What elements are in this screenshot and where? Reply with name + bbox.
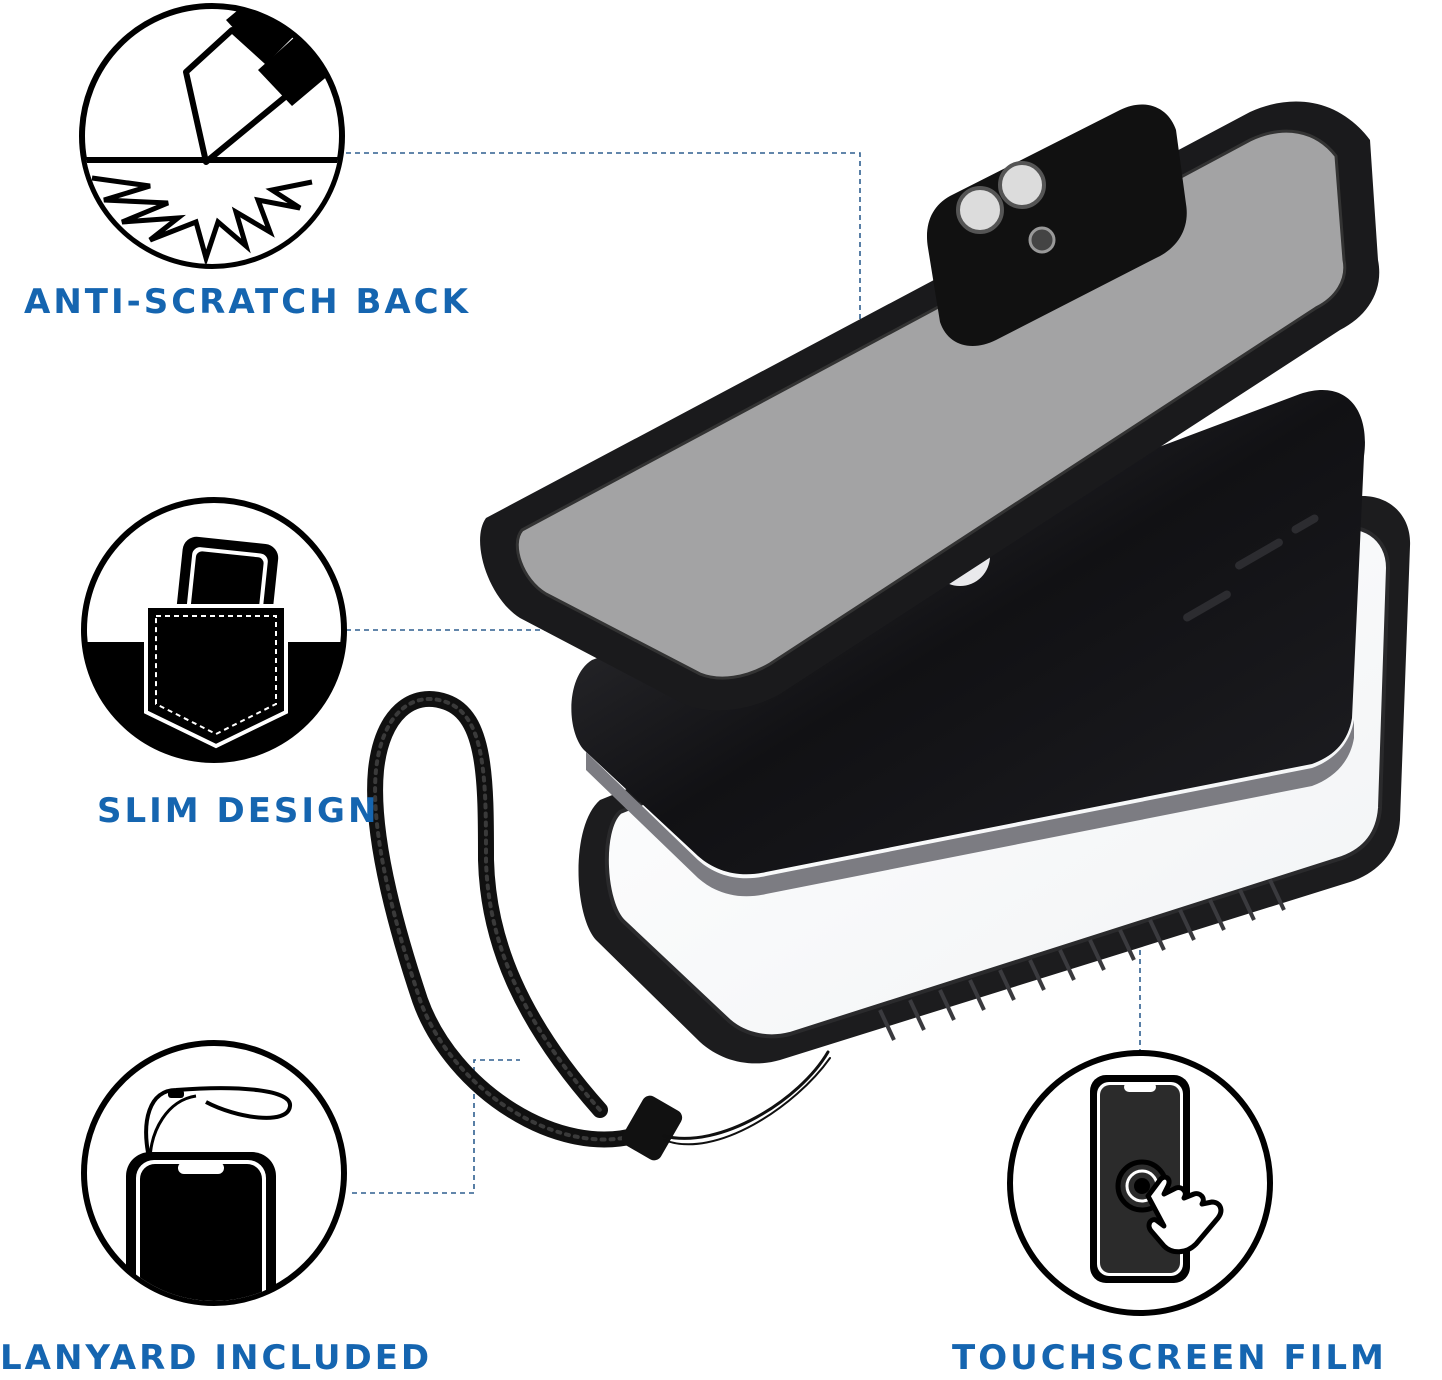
connector-lanyard [352, 1059, 520, 1194]
back-cover [480, 101, 1380, 711]
touchscreen-icon [1007, 1050, 1273, 1316]
anti-scratch-label: ANTI-SCRATCH BACK [24, 282, 471, 322]
slim-pocket-icon [81, 497, 347, 763]
lanyard-strap [367, 691, 831, 1161]
touchscreen-film-label: TOUCHSCREEN FILM [952, 1338, 1387, 1378]
waterproof-case-exploded-view [367, 101, 1411, 1161]
lanyard-phone-icon [81, 1040, 347, 1306]
lanyard-included-label: LANYARD INCLUDED [0, 1338, 433, 1378]
slim-design-label: SLIM DESIGN [97, 791, 380, 831]
connector-anti-scratch [346, 152, 861, 392]
anti-scratch-icon [79, 3, 345, 269]
